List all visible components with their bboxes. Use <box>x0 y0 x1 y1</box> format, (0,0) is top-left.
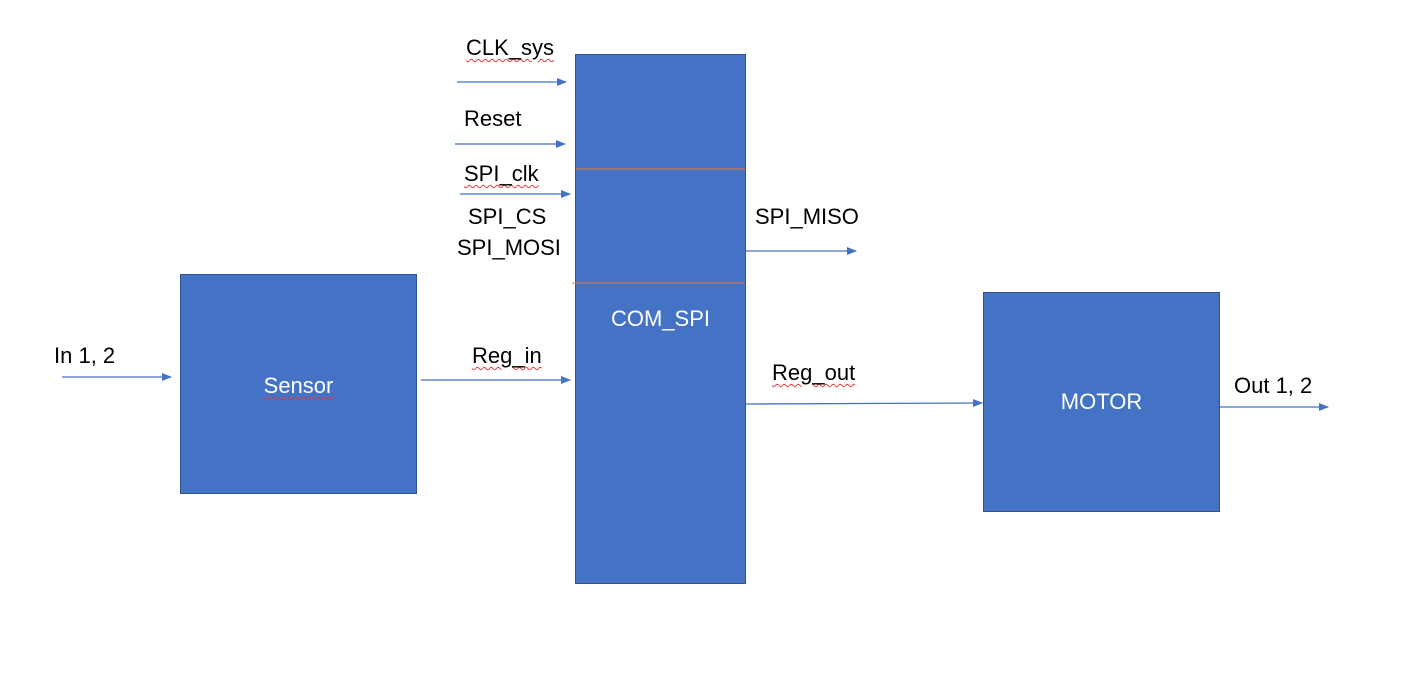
clk-sys-label: CLK_sys <box>466 37 554 59</box>
out-label: Out 1, 2 <box>1234 373 1313 398</box>
spi-mosi-label: SPI_MOSI <box>457 235 561 260</box>
motor-block: MOTOR <box>983 292 1220 512</box>
in-label: In 1, 2 <box>54 343 116 368</box>
reg-out-arrow <box>745 399 983 408</box>
spi-miso-label: SPI_MISO <box>755 204 859 229</box>
reg-out-text: Reg_out <box>772 360 856 385</box>
spi-cs-label: SPI_CS <box>468 204 547 229</box>
spi-clk-label: SPI_clk <box>464 163 539 185</box>
reset-label: Reset <box>464 106 522 131</box>
motor-label: MOTOR <box>1060 389 1143 414</box>
com-spi-label: COM_SPI <box>610 306 711 331</box>
sensor-block: Sensor <box>180 274 417 494</box>
reg-in-label: Reg_in <box>472 345 542 367</box>
sensor-label: Sensor <box>263 373 334 399</box>
clk-sys-text: CLK_sys <box>466 35 555 60</box>
com-spi-block: COM_SPI <box>575 54 746 584</box>
reg-in-text: Reg_in <box>472 343 542 368</box>
reg-out-label: Reg_out <box>772 362 855 384</box>
spi-clk-text: SPI_clk <box>464 161 539 186</box>
